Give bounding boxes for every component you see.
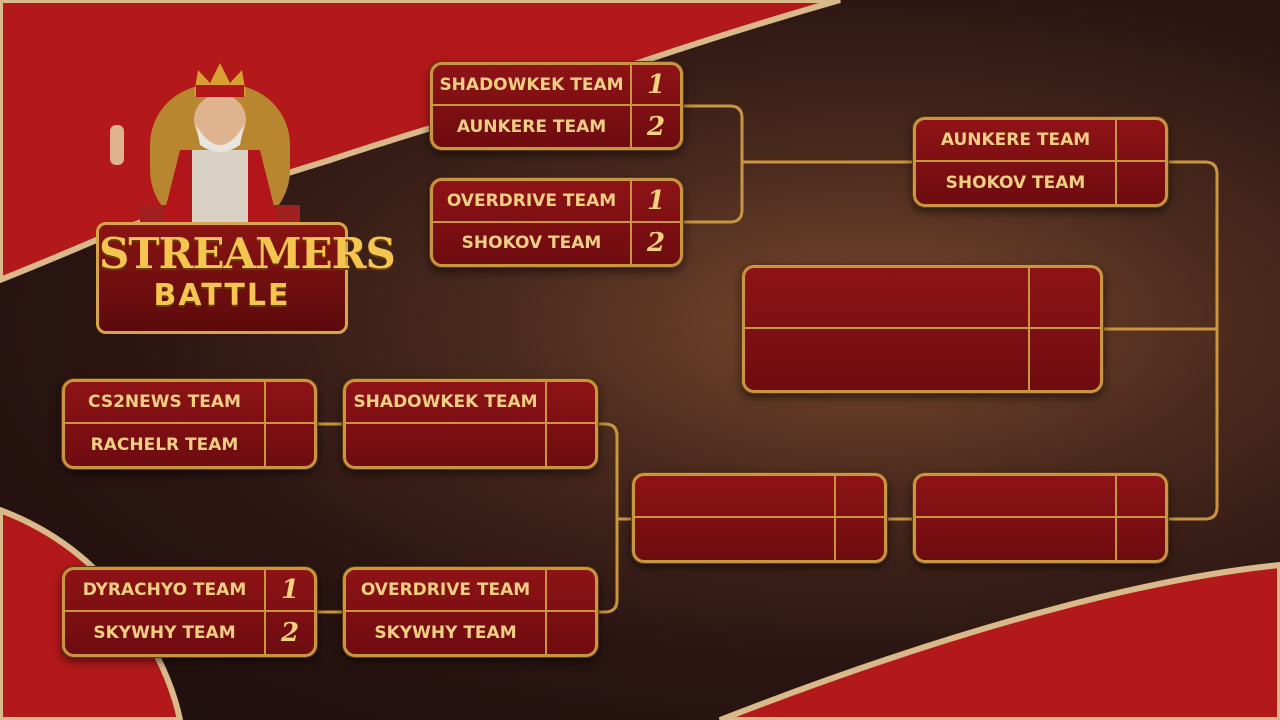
team-slot: DYRACHYO TEAM 1 bbox=[65, 570, 314, 612]
red-cloth-decoration bbox=[718, 561, 1280, 720]
streamers-battle-logo: STREAMERS BATTLE bbox=[96, 222, 396, 334]
connector bbox=[1168, 160, 1219, 521]
team-score bbox=[547, 382, 595, 422]
team-slot: AUNKERE TEAM 2 bbox=[433, 106, 680, 147]
team-slot bbox=[916, 518, 1165, 560]
team-name: DYRACHYO TEAM bbox=[65, 570, 266, 610]
team-name: SHOKOV TEAM bbox=[433, 222, 632, 264]
connector bbox=[598, 422, 619, 614]
team-score: 1 bbox=[646, 69, 666, 100]
team-slot bbox=[635, 518, 884, 560]
team-name: OVERDRIVE TEAM bbox=[433, 181, 632, 221]
team-score bbox=[1030, 268, 1100, 327]
team-name bbox=[916, 518, 1117, 560]
team-slot: SKYWHY TEAM 2 bbox=[65, 612, 314, 654]
team-slot bbox=[346, 424, 595, 466]
team-score bbox=[836, 518, 884, 560]
team-name: AUNKERE TEAM bbox=[433, 106, 632, 147]
team-slot: SHOKOV TEAM bbox=[916, 162, 1165, 204]
team-name: SHADOWKEK TEAM bbox=[346, 382, 547, 422]
team-name: CS2NEWS TEAM bbox=[65, 382, 266, 422]
team-score bbox=[1117, 518, 1165, 560]
team-score bbox=[547, 570, 595, 610]
team-name bbox=[635, 476, 836, 516]
team-score: 1 bbox=[646, 185, 666, 216]
team-slot: SHADOWKEK TEAM bbox=[346, 382, 595, 424]
team-score bbox=[1117, 476, 1165, 516]
team-slot: OVERDRIVE TEAM 1 bbox=[433, 181, 680, 223]
team-score bbox=[547, 612, 595, 654]
team-name: OVERDRIVE TEAM bbox=[346, 570, 547, 610]
team-name: SKYWHY TEAM bbox=[65, 612, 266, 654]
team-score: 1 bbox=[280, 575, 300, 605]
team-slot: AUNKERE TEAM bbox=[916, 120, 1165, 162]
team-name bbox=[745, 268, 1030, 327]
team-name bbox=[916, 476, 1117, 516]
match-card bbox=[632, 473, 887, 563]
team-score bbox=[266, 424, 314, 466]
logo-subtitle: BATTLE bbox=[153, 278, 291, 313]
team-score: 2 bbox=[646, 111, 666, 142]
team-score bbox=[1117, 120, 1165, 160]
team-slot: SHOKOV TEAM 2 bbox=[433, 222, 680, 264]
team-score: 2 bbox=[280, 618, 300, 648]
team-slot: SKYWHY TEAM bbox=[346, 612, 595, 654]
connector bbox=[683, 104, 744, 224]
team-slot: RACHELR TEAM bbox=[65, 424, 314, 466]
match-card bbox=[742, 265, 1103, 393]
team-score bbox=[1030, 329, 1100, 390]
team-slot: OVERDRIVE TEAM bbox=[346, 570, 595, 612]
team-slot bbox=[635, 476, 884, 518]
team-score: 2 bbox=[646, 228, 666, 259]
team-name: SKYWHY TEAM bbox=[346, 612, 547, 654]
team-score bbox=[1117, 162, 1165, 204]
team-slot: CS2NEWS TEAM bbox=[65, 382, 314, 424]
team-name: AUNKERE TEAM bbox=[916, 120, 1117, 160]
team-name: RACHELR TEAM bbox=[65, 424, 266, 466]
match-card: SHADOWKEK TEAM bbox=[343, 379, 598, 469]
team-score bbox=[547, 424, 595, 466]
team-score bbox=[836, 476, 884, 516]
team-slot bbox=[916, 476, 1165, 518]
match-card bbox=[913, 473, 1168, 563]
team-slot bbox=[745, 329, 1100, 390]
team-slot: SHADOWKEK TEAM 1 bbox=[433, 65, 680, 106]
team-name bbox=[346, 424, 547, 466]
team-name: SHADOWKEK TEAM bbox=[433, 65, 632, 104]
team-name: SHOKOV TEAM bbox=[916, 162, 1117, 204]
team-score bbox=[266, 382, 314, 422]
red-cloth-decoration bbox=[0, 0, 841, 284]
team-name bbox=[745, 329, 1030, 390]
team-name bbox=[635, 518, 836, 560]
team-slot bbox=[745, 268, 1100, 329]
